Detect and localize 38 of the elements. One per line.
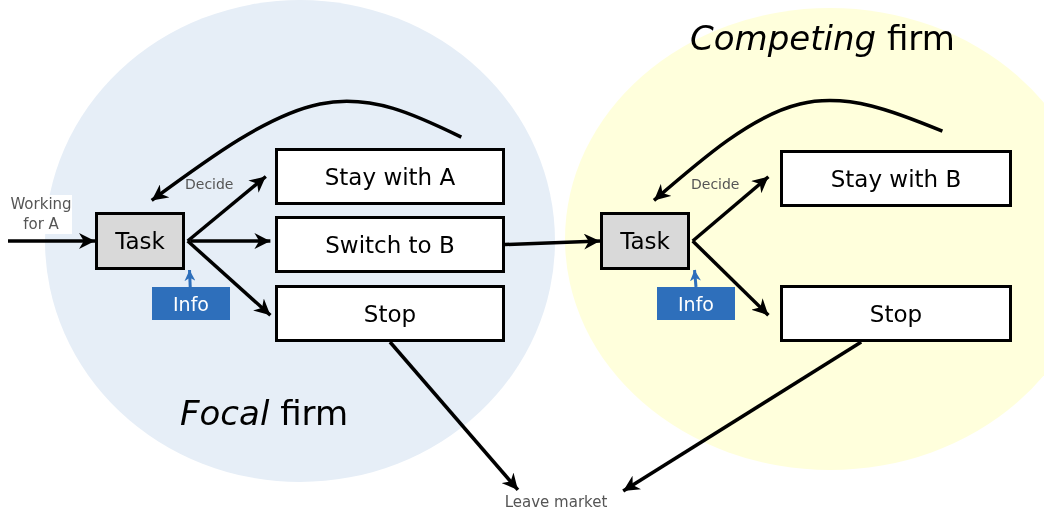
- option-box: [275, 216, 505, 273]
- box-label: Stop: [363, 300, 417, 327]
- option-box: [275, 285, 505, 342]
- option-box: [780, 285, 1012, 342]
- firm-region: [565, 8, 1044, 470]
- arrow: [690, 269, 701, 288]
- box-label: Task: [115, 228, 165, 254]
- region-title: Focal firm: [180, 393, 349, 433]
- decide-label: Decide: [691, 176, 740, 192]
- arrow: [691, 239, 770, 317]
- arrow: [504, 233, 601, 250]
- arrow: [186, 175, 267, 243]
- info-box: [657, 287, 735, 320]
- arrow: [8, 233, 95, 249]
- arrow: [190, 233, 271, 250]
- option-box: [780, 150, 1012, 207]
- edge-label: Working for A: [10, 195, 72, 234]
- box-label: Task: [620, 228, 670, 254]
- box-label: Stay with B: [830, 165, 962, 192]
- task-box: [95, 212, 185, 270]
- arrow: [388, 340, 520, 492]
- arrow: [186, 239, 272, 317]
- outcome-label: Leave market: [500, 491, 612, 513]
- arrow: [691, 175, 770, 243]
- box-label: Stay with A: [324, 163, 456, 190]
- option-box: [275, 148, 505, 205]
- arrow: [184, 269, 196, 288]
- arrow: [622, 340, 863, 493]
- arrow: [150, 99, 463, 202]
- info-label: Info: [173, 292, 209, 315]
- info-box: [152, 287, 230, 320]
- task-box: [600, 212, 690, 270]
- arrow: [652, 98, 944, 202]
- info-label: Info: [678, 292, 714, 315]
- decide-label: Decide: [185, 176, 234, 192]
- region-title: Competing firm: [690, 18, 955, 58]
- box-label: Switch to B: [325, 231, 455, 258]
- box-label: Stop: [869, 300, 923, 327]
